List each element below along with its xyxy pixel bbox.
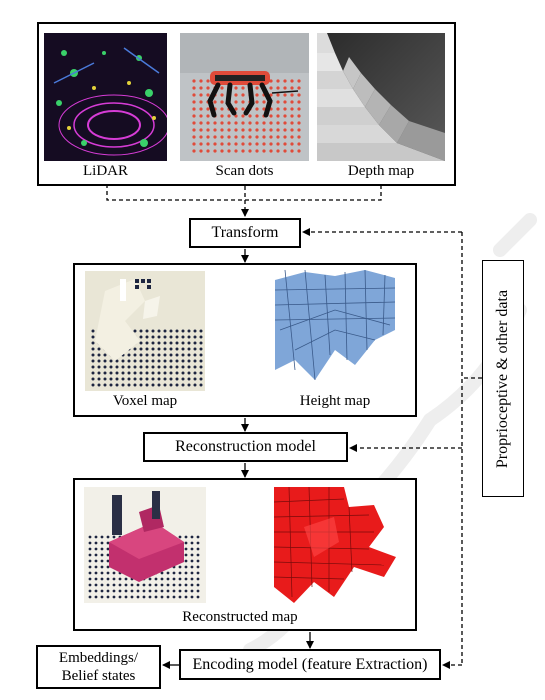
transform-node: Transform bbox=[189, 218, 301, 248]
depth-map-label: Depth map bbox=[347, 163, 415, 179]
sensor-merge-connector bbox=[106, 184, 382, 201]
scan-dots-label: Scan dots bbox=[215, 163, 274, 179]
proprioceptive-node: Proprioceptive & other data bbox=[482, 260, 524, 497]
lidar-label: LiDAR bbox=[83, 163, 128, 179]
encoding-model-node: Encoding model (feature Extraction) bbox=[179, 649, 441, 680]
reconstructed-map-label: Reconstructed map bbox=[182, 609, 298, 625]
height-map-label: Height map bbox=[299, 393, 371, 409]
depth-map-image bbox=[317, 33, 445, 161]
height-map-image bbox=[275, 270, 395, 392]
lidar-image bbox=[44, 33, 167, 161]
reconstruction-model-node: Reconstruction model bbox=[143, 432, 348, 462]
reconstructed-image-left bbox=[84, 487, 206, 603]
reconstructed-image-right bbox=[274, 487, 396, 603]
encoding-model-label: Encoding model (feature Extraction) bbox=[192, 655, 428, 673]
embeddings-node: Embeddings/ Belief states bbox=[36, 645, 161, 689]
reconstruction-model-label: Reconstruction model bbox=[175, 438, 316, 455]
voxel-map-label: Voxel map bbox=[112, 393, 178, 409]
transform-label: Transform bbox=[211, 224, 279, 241]
scan-dots-image bbox=[180, 33, 309, 161]
voxel-map-image bbox=[85, 271, 205, 391]
embeddings-label: Embeddings/ Belief states bbox=[58, 650, 139, 684]
